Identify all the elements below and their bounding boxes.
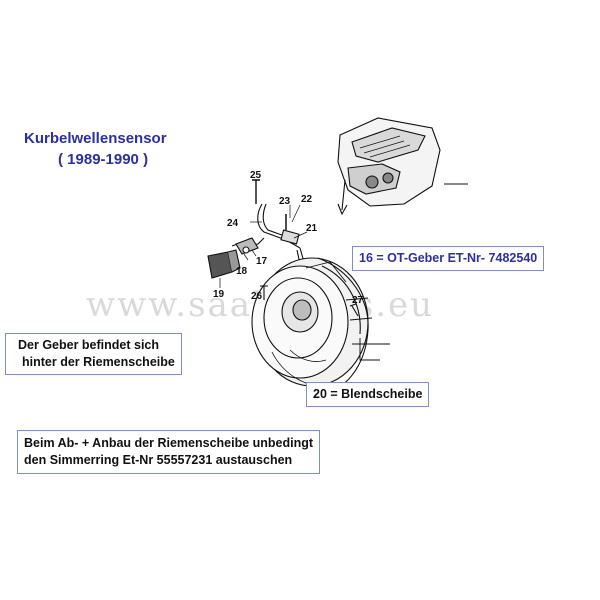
sensor-part-note: 16 = OT-Geber ET-Nr- 7482540 (352, 246, 545, 271)
location-line-2: hinter der Riemenscheibe (22, 355, 175, 369)
location-line-1: Der Geber befindet sich (18, 338, 160, 352)
blendscheibe-note: 20 = Blendscheibe (306, 382, 430, 407)
warning-line-2: den Simmerring Et-Nr 55557231 austausche… (24, 453, 293, 467)
callout-21: 21 (306, 223, 318, 234)
callout-22: 22 (301, 194, 313, 205)
bolt-27 (349, 303, 359, 317)
callout-19: 19 (213, 289, 225, 300)
title-line-1: Kurbelwellensensor (24, 130, 167, 147)
engine-inset-illustration (337, 117, 468, 216)
seal-warning-note: Beim Ab- + Anbau der Riemenscheibe unbed… (17, 430, 321, 474)
diagram-title: Kurbelwellensensor ( 1989-1990 ) (24, 128, 167, 170)
bolt-25 (252, 179, 260, 204)
callout-18: 18 (236, 266, 248, 277)
belt-pulley (251, 257, 369, 393)
callout-25: 25 (250, 170, 262, 181)
warning-line-1: Beim Ab- + Anbau der Riemenscheibe unbed… (24, 436, 314, 450)
callout-26: 26 (251, 291, 263, 302)
title-line-2: ( 1989-1990 ) (58, 151, 149, 168)
callout-17: 17 (256, 256, 268, 267)
engine-block-lines (305, 261, 390, 361)
bolt-26 (260, 285, 268, 300)
sensor-location-note: Der Geber befindet sich hinter der Rieme… (5, 333, 182, 375)
blendscheibe-text: 20 = Blendscheibe (313, 387, 423, 401)
sensor-bracket (235, 237, 259, 255)
callout-27: 27 (352, 295, 364, 306)
callout-24: 24 (227, 218, 239, 229)
sensor-part-text: 16 = OT-Geber ET-Nr- 7482540 (359, 251, 538, 265)
connector-plug (207, 249, 241, 279)
callout-23: 23 (279, 196, 291, 207)
leader-lines (219, 204, 308, 288)
